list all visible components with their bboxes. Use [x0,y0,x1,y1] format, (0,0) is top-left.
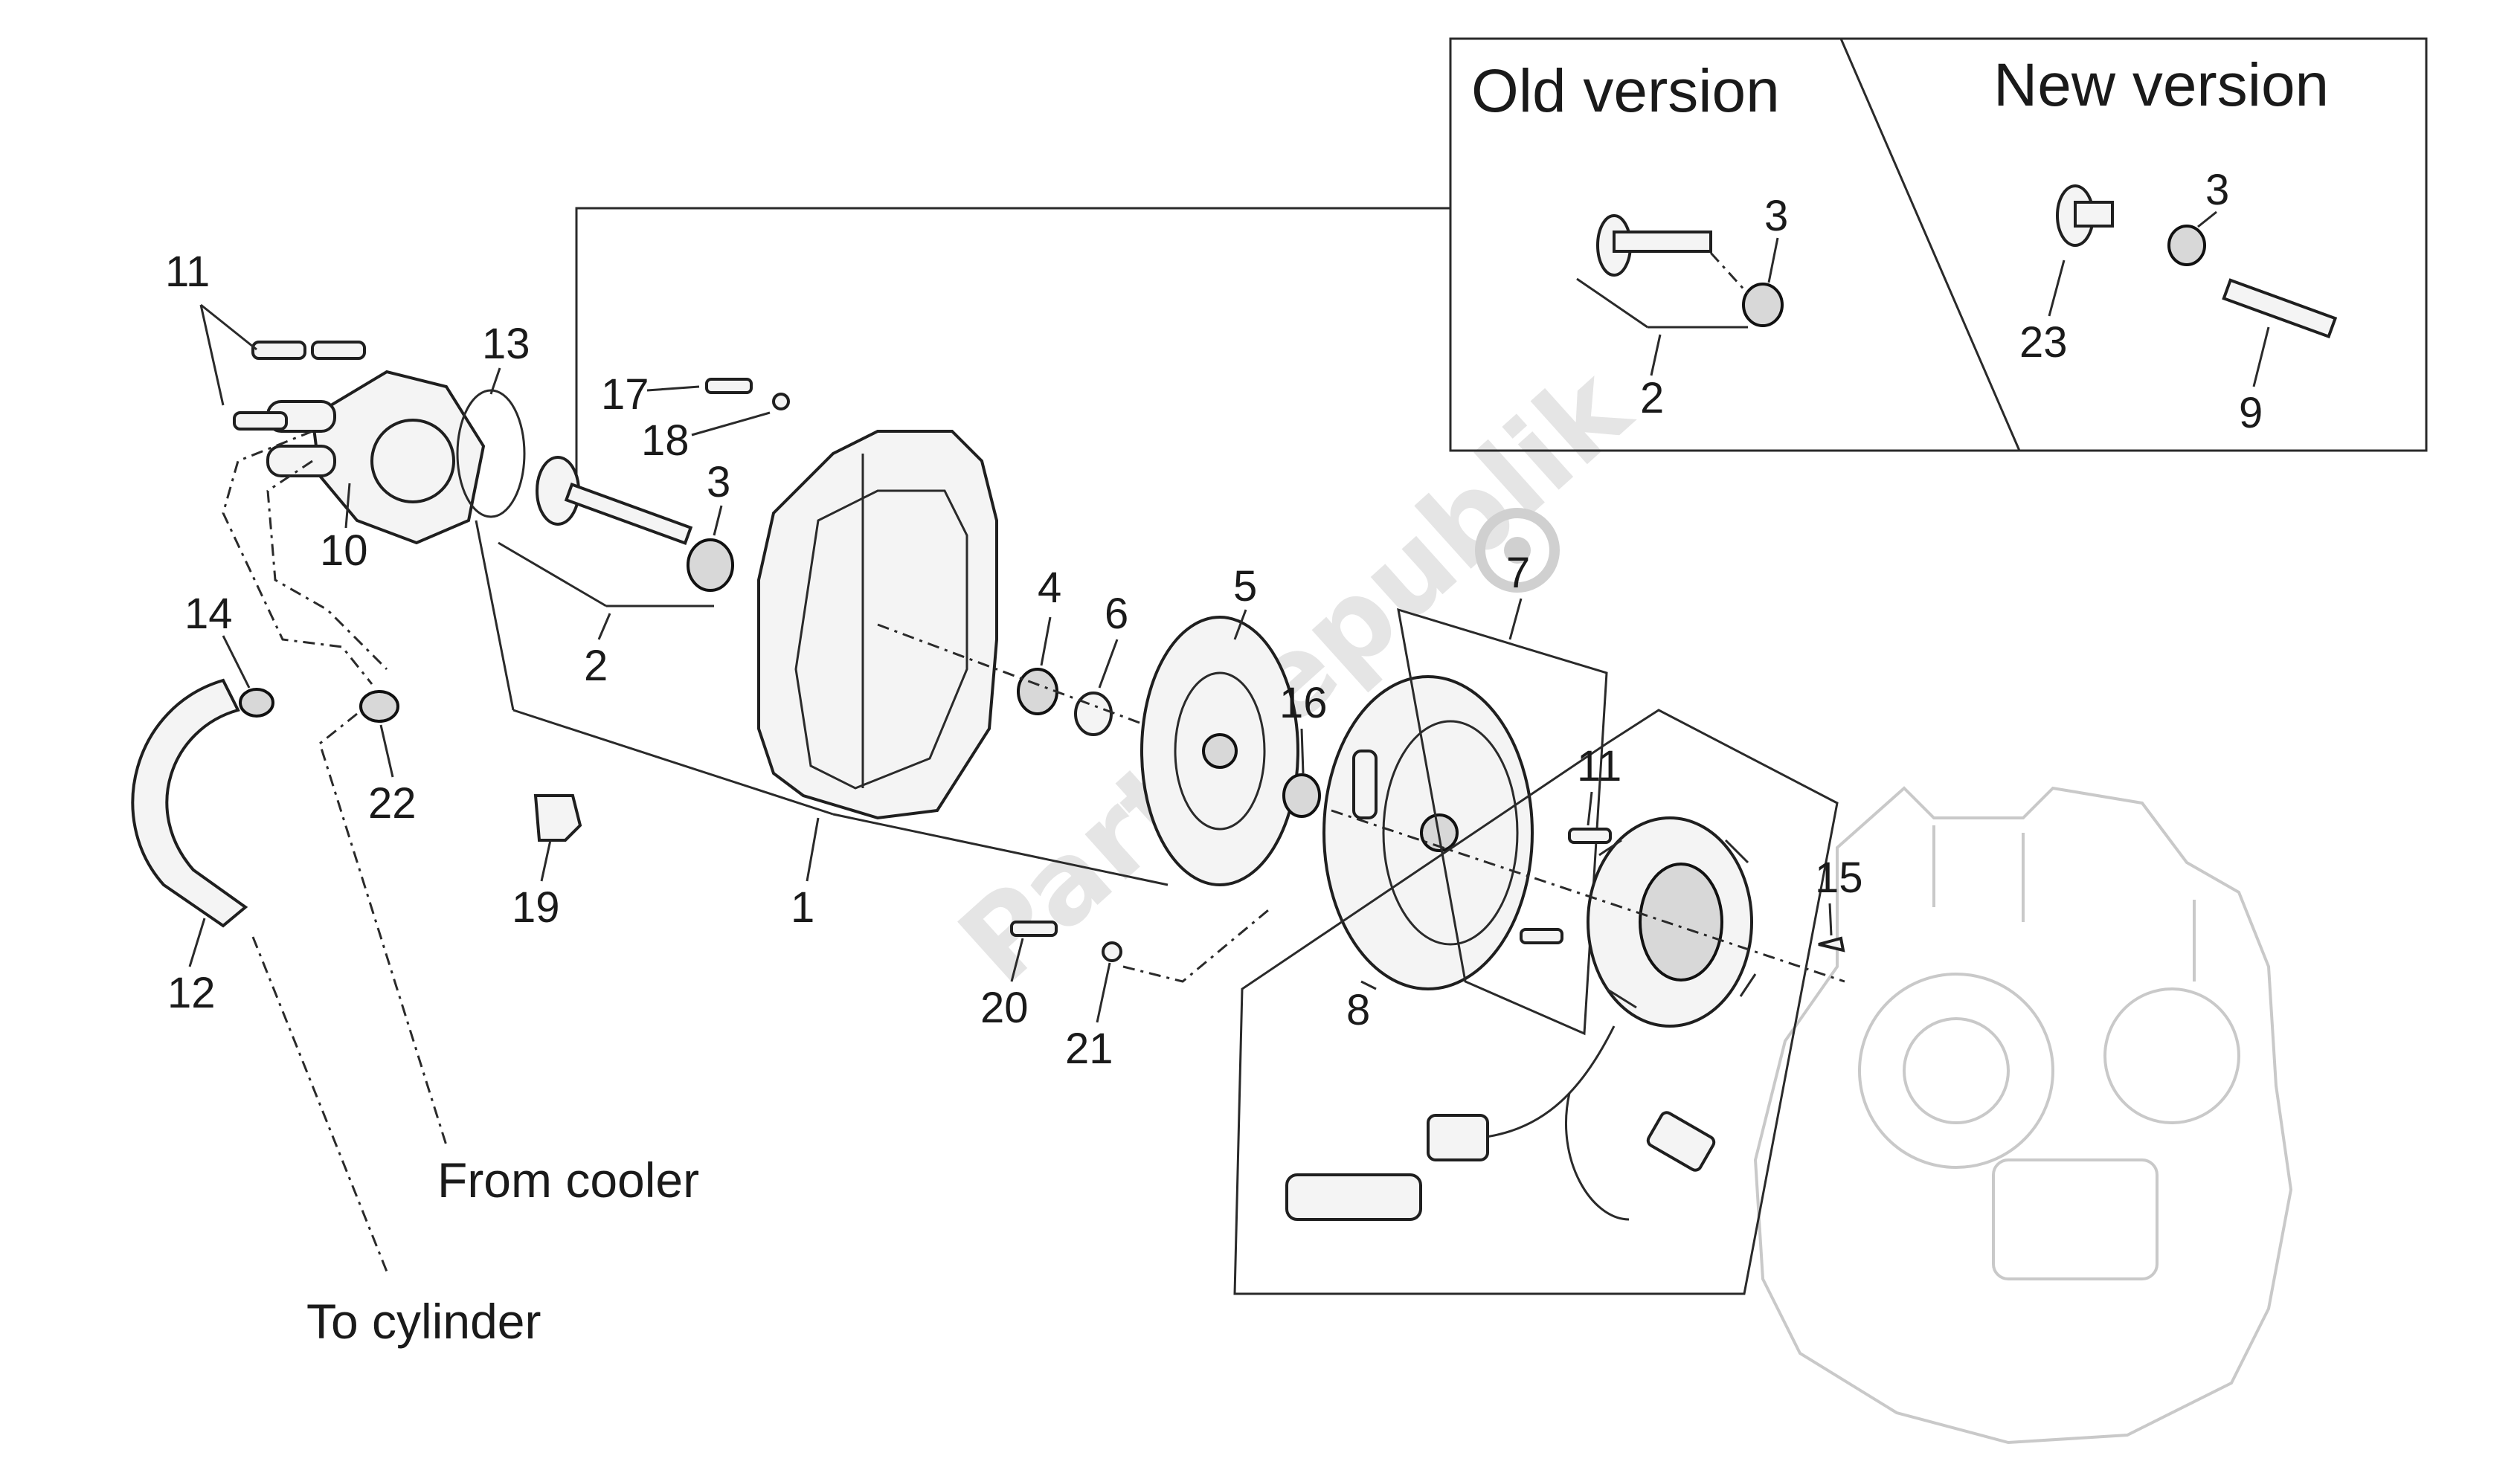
old-label-3: 3 [1764,192,1788,240]
axis-line-1 [877,623,1235,760]
stator-assembly [1285,816,1757,1221]
callout-16: 16 [1279,679,1328,727]
caption-to-cylinder: To cylinder [306,1294,541,1349]
key-15 [1818,936,1845,953]
axis-line-2 [1331,809,1845,983]
callout-14: 14 [184,590,233,638]
callout-15: 15 [1815,854,1863,902]
impeller-5 [1140,616,1299,886]
callout-7: 7 [1506,549,1530,597]
callout-1: 1 [791,883,814,932]
pump-shaft [498,456,734,607]
callout-3: 3 [707,458,730,506]
stator-screw-lower [1520,928,1563,944]
bearing-16 [1282,773,1321,818]
hose-12 [131,678,248,928]
stator-box [1233,709,1839,1295]
callout-17: 17 [601,370,649,419]
callout-18: 18 [641,416,690,465]
new-label-3: 3 [2205,166,2229,214]
washer-18 [772,393,790,410]
new-label-9: 9 [2239,389,2263,437]
screw-17 [705,378,753,394]
box-7 [1397,607,1608,1036]
callout-10: 10 [320,526,368,575]
version-inset-box: Old version New version 3 2 3 23 9 [1449,37,2428,452]
inset-leader [575,207,1450,483]
callout-4: 4 [1038,564,1061,612]
callout-13: 13 [482,320,530,368]
callouts: 11 13 17 18 3 10 14 2 4 6 5 7 16 22 19 1… [165,248,1863,1073]
o-ring-13 [456,389,526,518]
new-label-23: 23 [2019,318,2068,367]
washer-21 [1102,941,1122,962]
callout-8: 8 [1346,986,1370,1034]
screw-21-dash [1122,906,1273,983]
callout-6: 6 [1105,590,1128,638]
seal-4 [1017,668,1058,715]
callout-2: 2 [584,642,608,690]
callout-12: 12 [167,969,216,1017]
callout-11b: 11 [1577,742,1621,790]
callout-22: 22 [368,779,417,828]
watermark-gear-icon [1475,508,1560,593]
screw-20 [1010,921,1058,937]
callout-19: 19 [512,883,560,932]
flow-lines [222,430,448,1272]
new-pump-parts: 3 23 9 [2019,166,2338,437]
callout-21: 21 [1065,1025,1113,1073]
callout-11: 11 [165,248,210,296]
stator-screw-upper [1568,828,1612,844]
screws-11 [199,303,366,431]
callout-5: 5 [1233,562,1257,610]
old-version-title: Old version [1471,57,1780,125]
callout-20: 20 [980,984,1029,1032]
water-pump-cover [266,370,486,545]
new-version-title: New version [1993,51,2329,119]
caption-from-cooler: From cooler [437,1153,699,1208]
clip-19 [533,794,582,842]
clamp-14 [239,688,274,718]
old-pump-shaft: 3 2 [1576,192,1788,422]
flywheel-8 [1322,675,1534,990]
ring-6 [1074,692,1113,736]
clamp-22 [359,690,399,723]
old-label-2: 2 [1640,374,1664,422]
